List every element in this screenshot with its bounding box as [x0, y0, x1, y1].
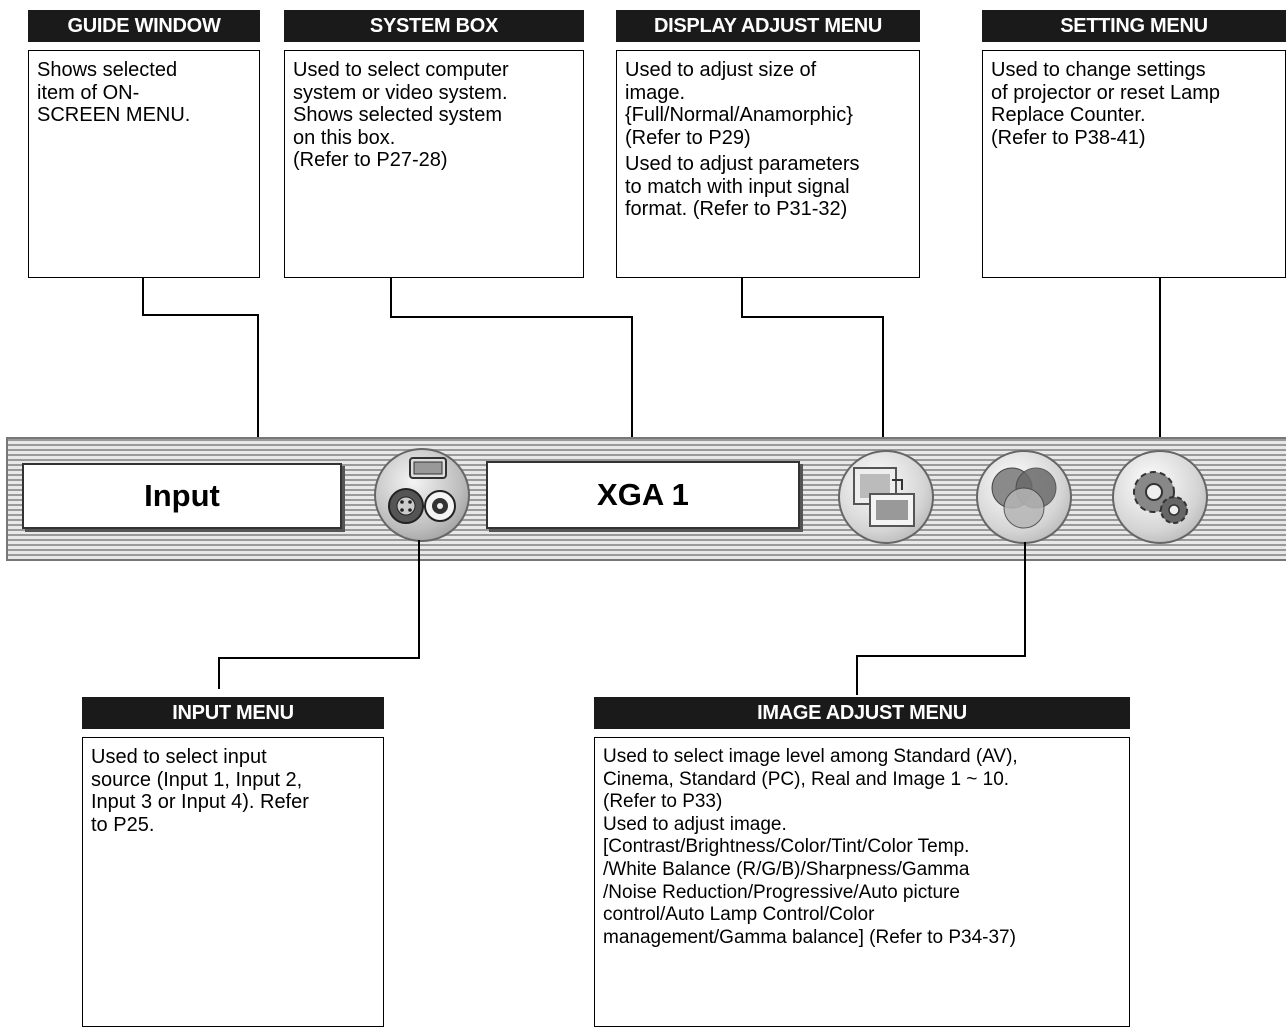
image-adjust-icon-graphic	[991, 467, 1057, 529]
guide-window-value: Input	[144, 478, 220, 513]
setting-icon[interactable]	[1112, 450, 1208, 544]
input-menu-text: Used to select input source (Input 1, In…	[91, 746, 309, 836]
display-adjust-icon[interactable]	[838, 450, 934, 544]
display-adjust-menu-box: Used to adjust size of image. {Full/Norm…	[616, 50, 920, 278]
connector-display-adjust-v2	[882, 316, 884, 456]
connector-system-box	[390, 278, 392, 316]
guide-window-text: Shows selected item of ON- SCREEN MENU.	[37, 59, 191, 126]
display-adjust-menu-title: DISPLAY ADJUST MENU	[616, 10, 920, 42]
image-adjust-menu-title: IMAGE ADJUST MENU	[594, 697, 1130, 729]
setting-icon-graphic	[1133, 471, 1188, 524]
image-adjust-menu-box: Used to select image level among Standar…	[594, 737, 1130, 1027]
input-icon[interactable]	[374, 448, 470, 542]
setting-menu-text: Used to change settings of projector or …	[991, 59, 1220, 149]
system-box-value: XGA 1	[597, 477, 689, 512]
connector-input-menu-v2	[218, 657, 220, 689]
system-box-title: SYSTEM BOX	[284, 10, 584, 42]
guide-window-field: Input	[22, 463, 342, 529]
system-box-text: Used to select computer system or video …	[293, 59, 509, 171]
connector-guide-window-v2	[257, 314, 259, 480]
input-menu-box: Used to select input source (Input 1, In…	[82, 737, 384, 1027]
connector-system-box-h	[390, 316, 632, 318]
connector-guide-window	[142, 278, 144, 314]
connector-image-adjust-v2	[856, 655, 858, 695]
display-adjust-icon-graphic	[853, 467, 915, 527]
guide-window-title: GUIDE WINDOW	[28, 10, 260, 42]
system-box-field: XGA 1	[486, 461, 800, 529]
setting-menu-box: Used to change settings of projector or …	[982, 50, 1286, 278]
display-adjust-menu-text-2: Used to adjust parameters to match with …	[625, 153, 860, 220]
input-icon-graphic	[388, 457, 456, 524]
guide-window-box: Shows selected item of ON- SCREEN MENU.	[28, 50, 260, 278]
connector-setting-menu	[1159, 278, 1161, 456]
system-box-box: Used to select computer system or video …	[284, 50, 584, 278]
connector-display-adjust	[741, 278, 743, 316]
connector-input-menu-v1	[418, 540, 420, 658]
connector-image-adjust-h	[856, 655, 1026, 657]
image-adjust-menu-text: Used to select image level among Standar…	[603, 746, 1018, 948]
input-menu-title: INPUT MENU	[82, 697, 384, 729]
connector-input-menu-h	[218, 657, 420, 659]
connector-image-adjust-v1	[1024, 542, 1026, 656]
display-adjust-menu-text-1: Used to adjust size of image. {Full/Norm…	[625, 59, 853, 149]
connector-system-box-v2	[631, 316, 633, 466]
setting-menu-title: SETTING MENU	[982, 10, 1286, 42]
connector-guide-window-h	[142, 314, 258, 316]
image-adjust-icon[interactable]	[976, 450, 1072, 544]
connector-display-adjust-h	[741, 316, 883, 318]
